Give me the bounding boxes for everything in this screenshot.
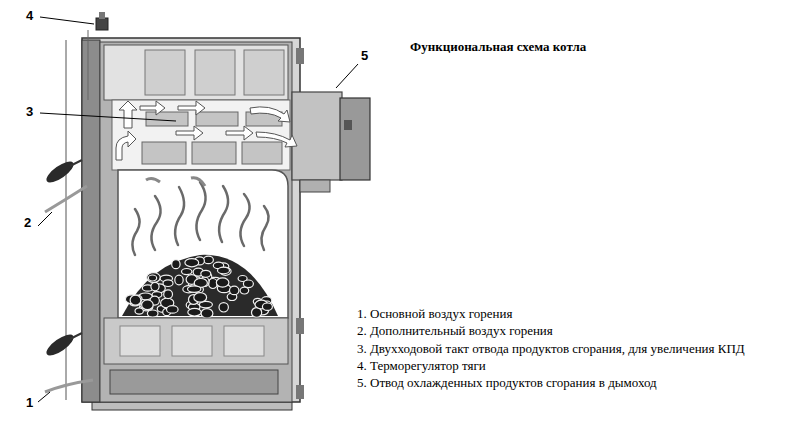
coal-lump xyxy=(243,280,253,288)
coal-lump xyxy=(240,287,249,294)
legend-item: 2. Дополнительный воздух горения xyxy=(357,323,553,339)
coal-lump xyxy=(147,273,161,283)
coal-lump xyxy=(219,303,228,312)
callout-number: 3 xyxy=(26,104,33,120)
coal-lump xyxy=(188,308,201,316)
coal-lump xyxy=(151,282,159,290)
diagram-title: Функциональная схема котла xyxy=(410,39,586,55)
legend-item: 1. Основной воздух горения xyxy=(357,306,512,322)
coal-lump xyxy=(182,269,192,275)
coal-lump xyxy=(163,280,173,287)
coal-lump xyxy=(175,275,183,285)
callout-number: 4 xyxy=(26,8,33,24)
coal-lump xyxy=(148,275,156,281)
coal-lump xyxy=(230,286,239,295)
coal-lump xyxy=(194,293,207,303)
coal-lump xyxy=(164,290,173,299)
legend-item: 4. Терморегулятор тяги xyxy=(357,358,486,374)
coal-lump xyxy=(142,300,154,310)
coal-lump xyxy=(135,308,143,314)
coal-lump xyxy=(218,267,230,274)
coal-lump xyxy=(185,259,199,267)
coal-lump xyxy=(201,270,211,277)
coal-lump xyxy=(201,309,213,318)
legend-item: 5. Отвод охлажденных продуктов сгорания … xyxy=(357,375,657,391)
coal-lump xyxy=(130,295,141,305)
coal-lump xyxy=(203,256,213,263)
coal-lump xyxy=(262,303,272,310)
callout-number: 1 xyxy=(26,395,33,411)
legend-item: 3. Двухходовой такт отвода продуктов сго… xyxy=(357,341,745,357)
coal-lump xyxy=(167,306,179,314)
coal-lump xyxy=(188,286,201,292)
callout-number: 5 xyxy=(361,48,368,64)
coal-lump xyxy=(172,260,180,269)
coal-lump xyxy=(216,278,229,287)
callout-number: 2 xyxy=(24,215,31,231)
